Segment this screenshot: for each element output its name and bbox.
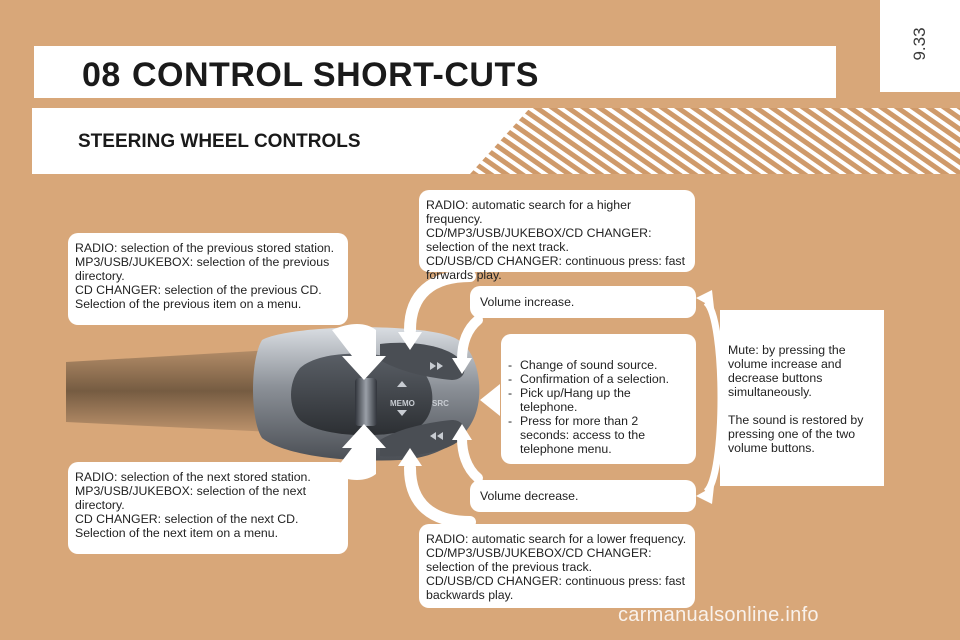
memo-label: MEMO (390, 399, 415, 408)
page-number-tab (880, 0, 960, 92)
src-label: SRC (432, 399, 449, 408)
arrow-src (480, 384, 500, 416)
volume-up-text: Volume increase. (480, 295, 575, 309)
arrow-volume-up-head (452, 358, 472, 374)
arrow-down-icon (397, 410, 407, 416)
chapter-number: 08 (82, 56, 121, 94)
fast-forward-icon (430, 362, 443, 370)
watermark: carmanualsonline.info (618, 604, 819, 626)
arrow-volume-up (457, 315, 483, 365)
volume-arrow-icon (696, 290, 725, 504)
next-text: RADIO: selection of the next stored stat… (75, 470, 311, 540)
arrow-seek-up-head (398, 332, 422, 350)
next-controls-panel: RADIO: selection of the next stored stat… (68, 462, 348, 554)
source-list: Change of sound source. Confirmation of … (507, 358, 688, 456)
arrow-previous (332, 324, 386, 380)
volume-down-text: Volume decrease. (480, 489, 579, 503)
stalk-head: MEMO SRC (253, 327, 480, 461)
scroll-wheel (355, 378, 377, 426)
arrow-seek-down-head (398, 448, 422, 466)
rewind-icon (430, 432, 443, 440)
stalk-arm (66, 350, 272, 432)
mute-text: Mute: by pressing the volume increase an… (728, 343, 846, 399)
chapter-title: CONTROL SHORT-CUTS (132, 56, 539, 94)
page-number: 9.33 (910, 27, 929, 61)
seek-up-panel: RADIO: automatic search for a higher fre… (419, 190, 695, 282)
title-banner (34, 46, 836, 98)
seek-down-text: RADIO: automatic search for a lower freq… (426, 532, 687, 602)
hatch-pattern (470, 108, 960, 174)
volume-up-panel: Volume increase. (470, 286, 696, 318)
arrow-up-icon (397, 381, 407, 387)
arrow-volume-down-head (452, 424, 472, 440)
source-button-panel: Change of sound source. Confirmation of … (501, 334, 696, 464)
seek-down-panel: RADIO: automatic search for a lower freq… (419, 524, 695, 608)
list-item: Confirmation of a selection. (507, 372, 688, 386)
list-item: Press for more than 2 seconds: access to… (507, 414, 688, 456)
list-item: Pick up/Hang up the telephone. (507, 386, 688, 414)
section-title: STEERING WHEEL CONTROLS (78, 131, 361, 152)
previous-controls-panel: RADIO: selection of the previous stored … (68, 233, 348, 325)
restore-text: The sound is restored by pressing one of… (728, 413, 864, 455)
previous-text: RADIO: selection of the previous stored … (75, 241, 335, 311)
arrow-seek-down (404, 462, 476, 528)
list-item: Change of sound source. (507, 358, 688, 372)
volume-down-panel: Volume decrease. (470, 480, 696, 512)
arrow-seek-up (404, 270, 476, 336)
seek-up-text: RADIO: automatic search for a higher fre… (426, 198, 685, 282)
arrow-volume-down (457, 433, 483, 483)
mute-panel: Mute: by pressing the volume increase an… (720, 310, 884, 486)
